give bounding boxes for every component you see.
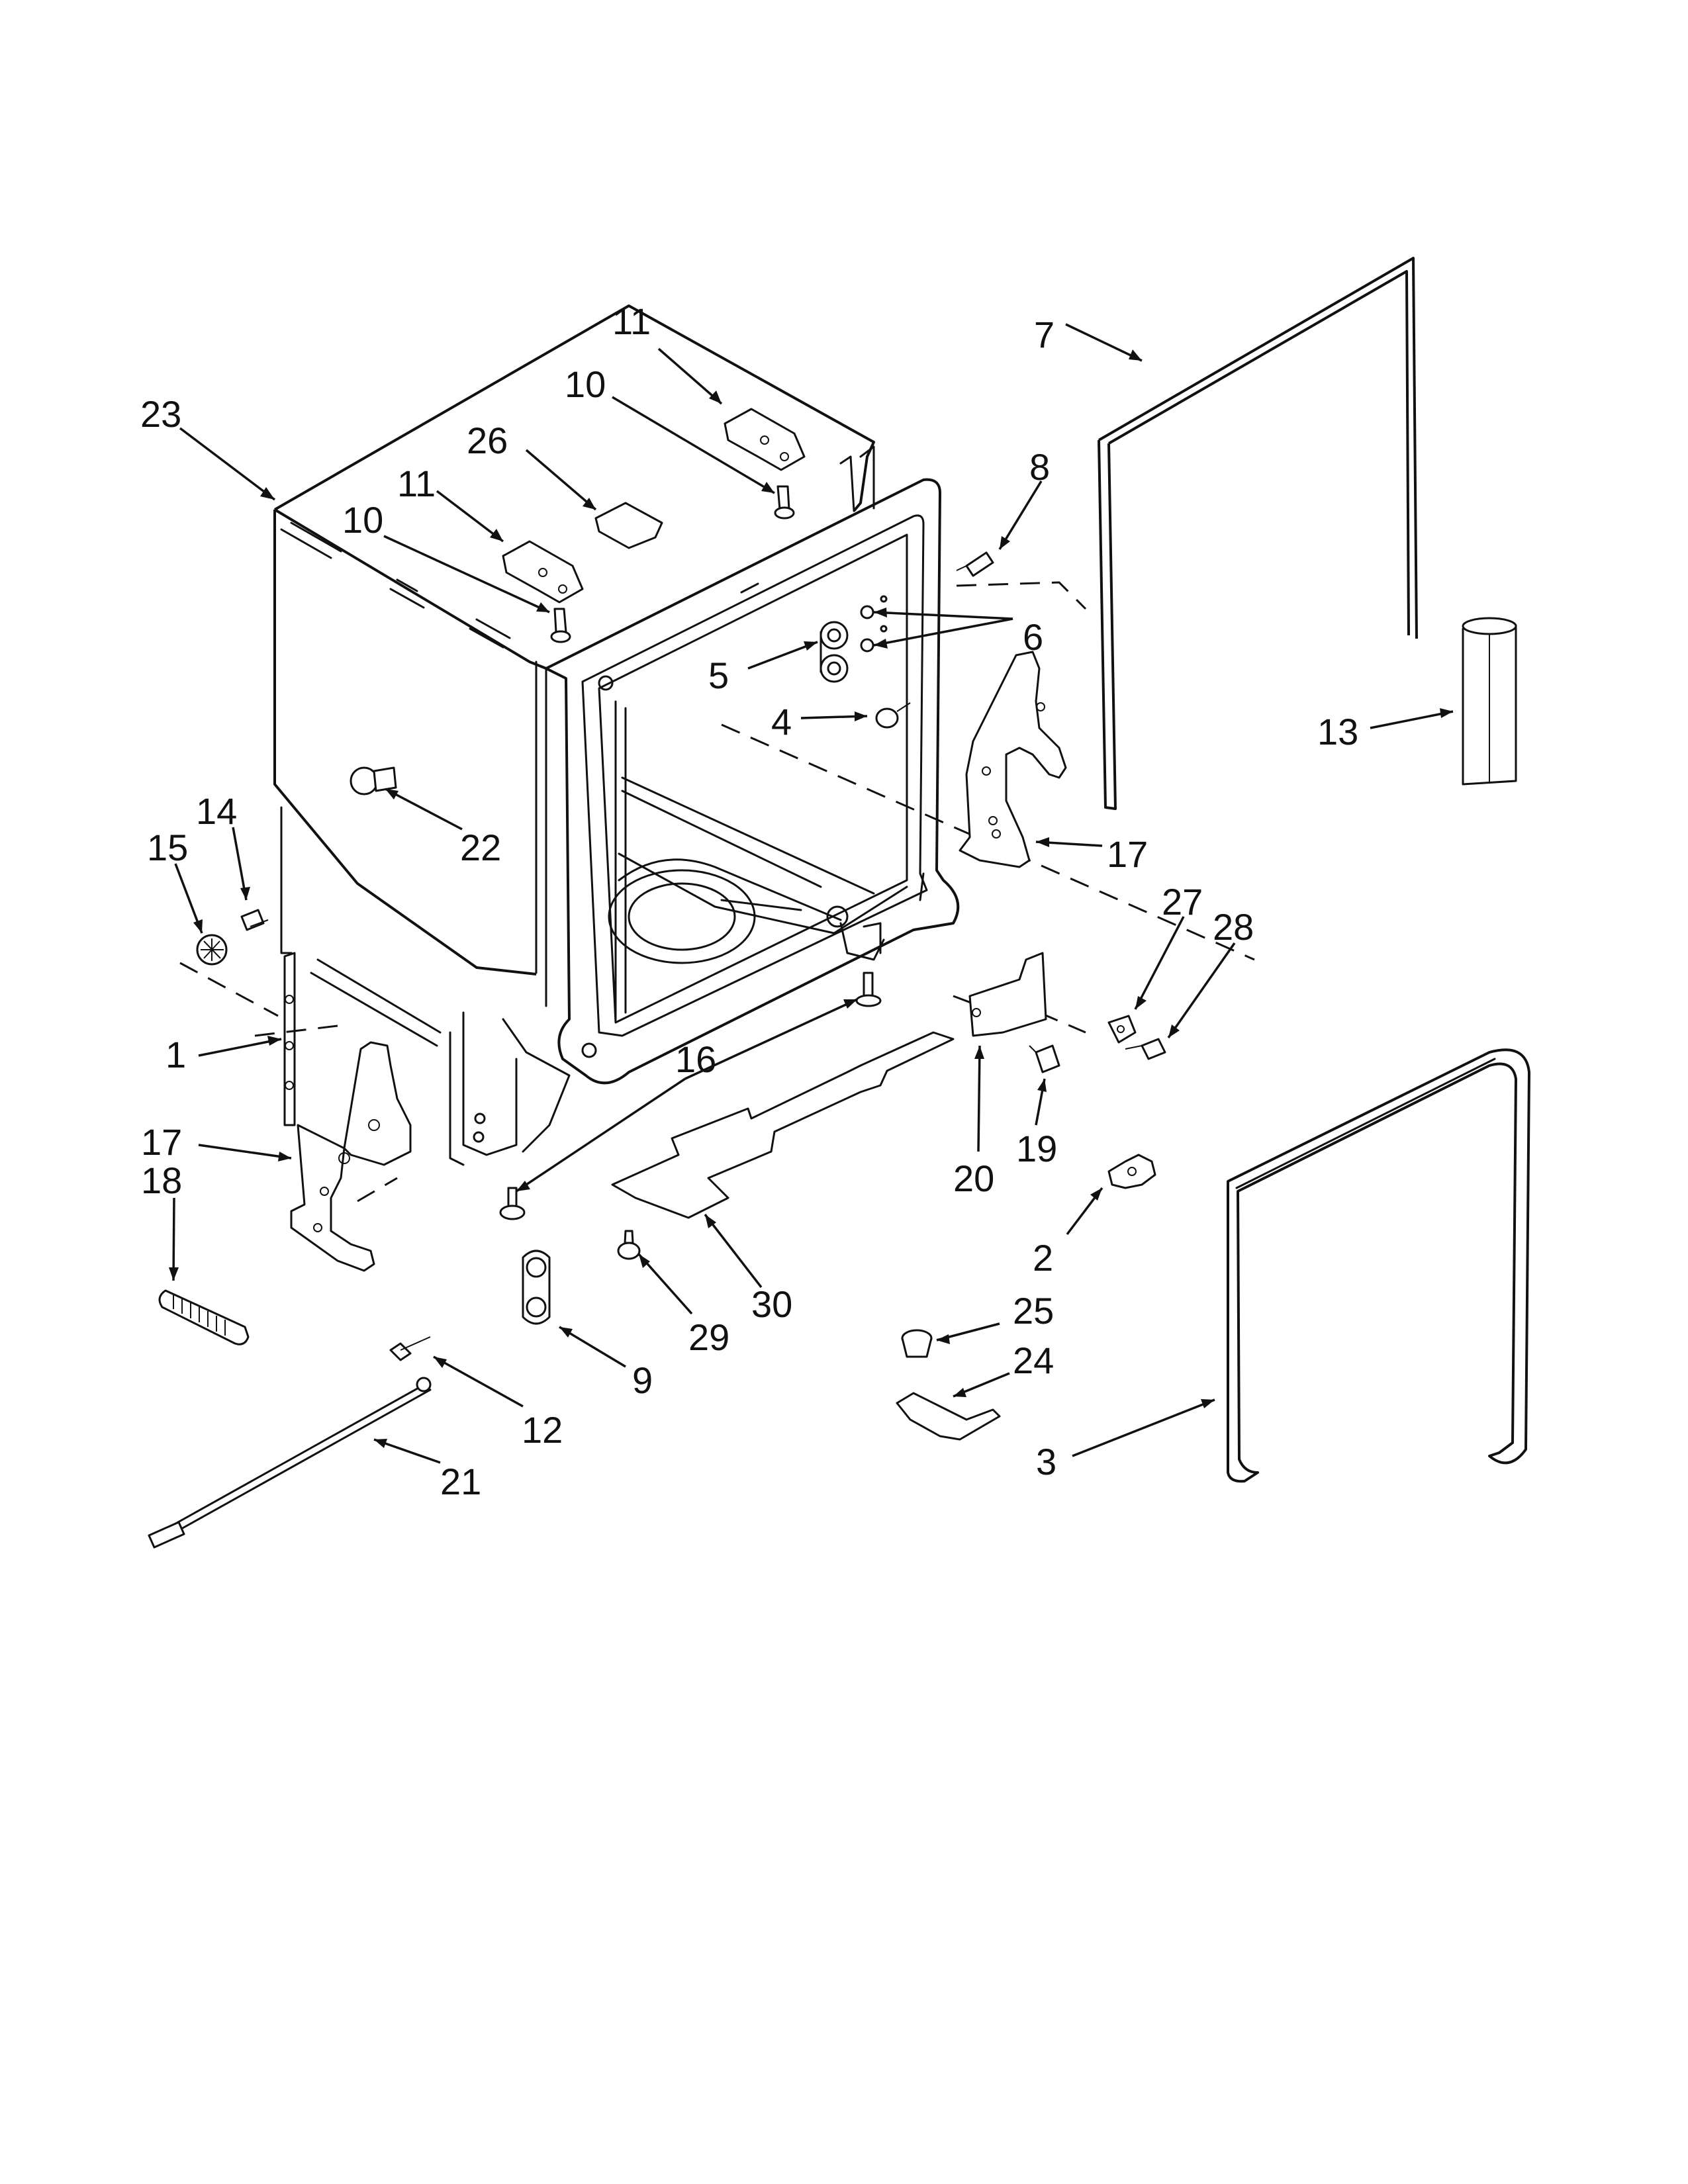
callout-8: 8	[1029, 446, 1050, 488]
callout-4: 4	[771, 701, 792, 743]
top-hinge-plate-front	[502, 540, 584, 604]
washers-6	[860, 595, 888, 653]
callout-10: 10	[565, 363, 606, 405]
callout-12: 12	[522, 1409, 563, 1451]
callout-19: 19	[1016, 1128, 1057, 1169]
callout-11: 11	[397, 463, 436, 504]
callout-16: 16	[675, 1038, 716, 1080]
bracket-24	[896, 1392, 1001, 1441]
callout-20: 20	[953, 1158, 994, 1199]
callout-26: 26	[467, 420, 508, 461]
wire-21	[148, 1377, 432, 1549]
callout-14: 14	[196, 790, 237, 832]
callout-17: 17	[141, 1121, 182, 1163]
callout-10: 10	[342, 499, 383, 541]
callout-5: 5	[708, 655, 729, 696]
alignment-line	[956, 581, 1087, 610]
callout-24: 24	[1013, 1340, 1054, 1381]
spring-18	[158, 1289, 250, 1345]
screw-12	[389, 1336, 431, 1361]
clip-2	[1107, 1154, 1156, 1189]
callout-6: 6	[1023, 616, 1043, 658]
screw-14	[240, 909, 269, 931]
foot-16-right	[855, 972, 882, 1007]
tub-assembly	[273, 304, 960, 1166]
screw-10-front	[550, 608, 571, 643]
screw-28	[1125, 1038, 1166, 1060]
leader-lines	[172, 323, 1454, 1464]
roller-assembly-9	[522, 1250, 551, 1325]
nut-27	[1107, 1015, 1137, 1044]
callout-15: 15	[147, 827, 188, 868]
callout-21: 21	[440, 1461, 481, 1502]
callout-30: 30	[751, 1283, 792, 1325]
tube-13	[1462, 617, 1517, 786]
plug-22	[350, 766, 397, 796]
switch-25	[901, 1329, 933, 1358]
callout-9: 9	[632, 1359, 653, 1401]
callout-23: 23	[140, 393, 181, 435]
callout-3: 3	[1036, 1441, 1056, 1482]
callout-25: 25	[1013, 1290, 1054, 1332]
callout-2: 2	[1033, 1237, 1053, 1279]
screw-8	[956, 551, 994, 577]
callout-27: 27	[1162, 881, 1203, 923]
alignment-line	[1039, 1011, 1086, 1034]
alignment-line	[357, 1177, 398, 1203]
alignment-line	[254, 1024, 338, 1037]
screw-19	[1029, 1044, 1060, 1073]
left-hinge-bracket	[283, 952, 412, 1272]
bumper-4	[875, 702, 911, 729]
base-plate-30	[611, 1031, 955, 1219]
arrowheads	[169, 349, 1453, 1448]
callout-29: 29	[688, 1316, 729, 1358]
leveling-leg-15	[196, 934, 228, 966]
rollers-5	[820, 621, 849, 683]
door-seal-7	[1098, 257, 1418, 810]
alignment-line	[953, 995, 980, 1007]
callout-22: 22	[460, 827, 501, 868]
foot-16-left	[499, 1187, 526, 1220]
callout-1: 1	[165, 1034, 186, 1075]
callout-13: 13	[1317, 711, 1358, 752]
callout-7: 7	[1034, 314, 1055, 355]
callout-28: 28	[1213, 906, 1254, 948]
callout-11: 11	[612, 300, 651, 342]
stud-29	[617, 1230, 641, 1260]
clip-26	[594, 502, 663, 549]
bracket-20	[968, 952, 1047, 1037]
callout-labels: 23 11 10 26 11 10 7 8 6 5 4 13 17 22 14 …	[140, 300, 1358, 1502]
callout-18: 18	[141, 1160, 182, 1201]
top-hinge-plate-rear	[724, 408, 806, 471]
screw-10-rear	[774, 485, 795, 520]
alignment-line	[179, 962, 279, 1017]
door-gasket-3	[1227, 1048, 1530, 1483]
callout-17: 17	[1107, 833, 1148, 875]
right-hinge-bracket	[959, 651, 1067, 868]
